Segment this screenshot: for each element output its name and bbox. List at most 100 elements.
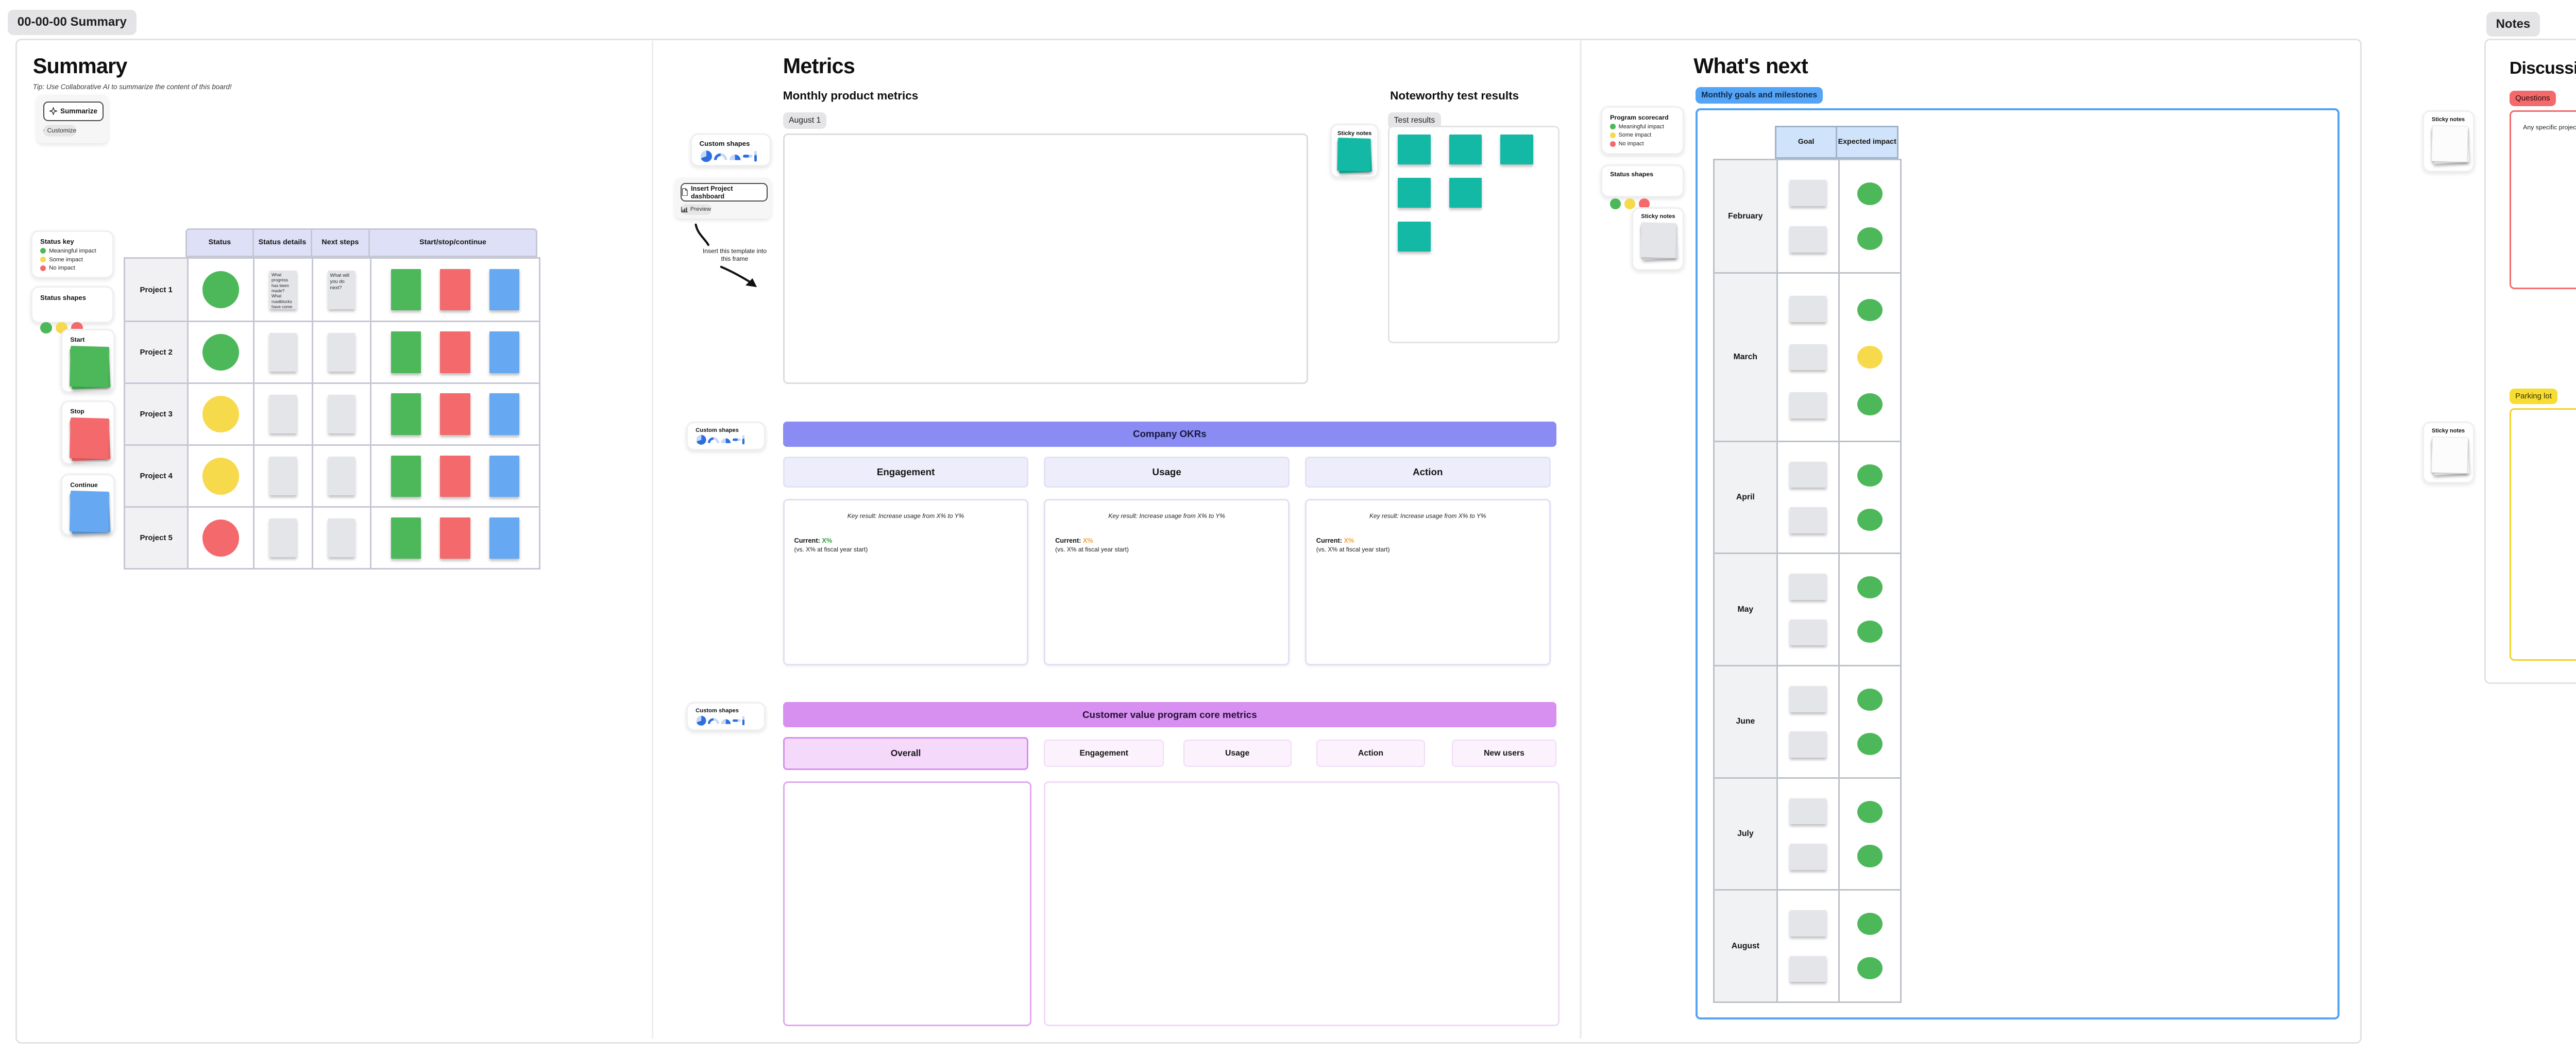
custom-shapes-card[interactable]: Custom shapes — [686, 702, 766, 731]
goal-cell[interactable] — [1776, 160, 1838, 273]
sticky-note[interactable] — [1789, 344, 1827, 371]
sticky-note[interactable] — [440, 517, 470, 559]
month-cell[interactable]: April — [1714, 442, 1776, 553]
project-label-cell[interactable]: Project 4 — [125, 446, 188, 507]
sticky-note[interactable] — [489, 331, 520, 374]
month-cell[interactable]: March — [1714, 274, 1776, 441]
sticky-stack[interactable] — [1337, 138, 1372, 174]
sticky-stack[interactable] — [2431, 437, 2469, 476]
cvp-detail-area[interactable] — [1044, 781, 1560, 1027]
start-stop-continue-cell[interactable] — [369, 446, 539, 507]
status-shape[interactable] — [202, 396, 240, 433]
sticky-note[interactable] — [1789, 685, 1827, 712]
status-circle-shape[interactable] — [1639, 198, 1650, 209]
impact-shape[interactable] — [1857, 576, 1883, 599]
company-okrs-header[interactable]: Company OKRs — [783, 422, 1556, 447]
month-cell[interactable]: June — [1714, 666, 1776, 777]
status-details-cell[interactable] — [252, 508, 312, 568]
status-cell[interactable] — [187, 259, 253, 321]
start-stop-continue-cell[interactable] — [369, 322, 539, 383]
sticky-note[interactable]: What will you do next? — [328, 270, 355, 309]
sticky-note[interactable] — [1789, 507, 1827, 533]
impact-cell[interactable] — [1838, 666, 1901, 777]
sticky-note[interactable] — [1789, 956, 1827, 982]
next-steps-cell[interactable]: What will you do next? — [312, 259, 370, 321]
sticky-note[interactable] — [1789, 392, 1827, 419]
chart-shapes-icons[interactable] — [696, 715, 754, 727]
status-circle-shape[interactable] — [1624, 198, 1635, 209]
sticky-note[interactable] — [269, 457, 297, 496]
status-shapes-card[interactable]: Status shapes — [1601, 164, 1684, 209]
status-details-cell[interactable] — [252, 446, 312, 507]
chart-shapes-icons[interactable] — [696, 434, 754, 446]
impact-cell[interactable] — [1838, 160, 1901, 273]
sticky-note[interactable] — [1789, 619, 1827, 646]
sticky-stack[interactable] — [70, 491, 111, 534]
questions-tag[interactable]: Questions — [2509, 91, 2556, 107]
cvp-tab-action[interactable]: Action — [1316, 740, 1425, 767]
cvp-tab-new-users[interactable]: New users — [1452, 740, 1556, 767]
sticky-note[interactable] — [440, 331, 470, 374]
status-circle-shape[interactable] — [1610, 198, 1621, 209]
start-stickies-card[interactable]: Start — [61, 328, 115, 393]
metrics-area[interactable] — [783, 133, 1308, 384]
cvp-tab-engagement[interactable]: Engagement — [1044, 740, 1164, 767]
goal-cell[interactable] — [1776, 891, 1838, 1002]
parking-lot-area[interactable] — [2509, 408, 2576, 661]
custom-shapes-card[interactable]: Custom shapes — [686, 422, 766, 451]
sticky-note[interactable] — [328, 457, 355, 496]
next-steps-cell[interactable] — [312, 508, 370, 568]
status-key-card[interactable]: Status key Meaningful impact Some impact… — [31, 230, 114, 279]
sticky-stack[interactable] — [2431, 125, 2469, 164]
project-label-cell[interactable]: Project 3 — [125, 384, 188, 445]
sticky-note[interactable] — [391, 331, 421, 374]
sticky-note[interactable] — [391, 455, 421, 497]
status-shape[interactable] — [202, 271, 240, 308]
status-cell[interactable] — [187, 446, 253, 507]
status-circle-shape[interactable] — [40, 322, 52, 334]
sticky-note[interactable] — [391, 517, 421, 559]
status-cell[interactable] — [187, 322, 253, 383]
impact-shape[interactable] — [1857, 508, 1883, 531]
okr-card[interactable]: Key result: Increase usage from X% to Y%… — [1044, 499, 1290, 665]
monthly-goals-tag[interactable]: Monthly goals and milestones — [1696, 87, 1823, 104]
status-shape[interactable] — [202, 458, 240, 495]
sticky-note[interactable] — [269, 333, 297, 372]
sticky-note[interactable] — [328, 518, 355, 558]
sticky-note[interactable] — [489, 517, 520, 559]
date-tag[interactable]: August 1 — [783, 112, 827, 129]
cvp-overall-area[interactable] — [783, 781, 1032, 1027]
customize-button[interactable]: Customize — [43, 125, 77, 137]
sticky-note[interactable] — [1398, 178, 1431, 208]
sticky-note[interactable] — [1789, 180, 1827, 207]
sticky-note[interactable] — [1789, 910, 1827, 936]
sticky-note[interactable] — [489, 393, 520, 436]
impact-shape[interactable] — [1857, 913, 1883, 935]
status-shapes-card[interactable]: Status shapes — [31, 286, 114, 334]
goal-cell[interactable] — [1776, 442, 1838, 553]
frame-title-pill[interactable]: 00-00-00 Summary — [8, 9, 137, 35]
sticky-note[interactable] — [391, 269, 421, 311]
sticky-note[interactable] — [1398, 134, 1431, 164]
goal-cell[interactable] — [1776, 274, 1838, 441]
okr-card[interactable]: Key result: Increase usage from X% to Y%… — [1304, 499, 1551, 665]
okr-card[interactable]: Key result: Increase usage from X% to Y%… — [783, 499, 1029, 665]
program-scorecard-card[interactable]: Program scorecard Meaningful impact Some… — [1601, 106, 1684, 155]
status-details-cell[interactable] — [252, 384, 312, 445]
sticky-note[interactable] — [1398, 221, 1431, 252]
impact-shape[interactable] — [1857, 182, 1883, 205]
sticky-note[interactable] — [489, 455, 520, 497]
status-shape[interactable] — [202, 334, 240, 371]
sticky-note[interactable] — [440, 455, 470, 497]
sticky-note[interactable] — [1449, 178, 1482, 208]
sticky-note[interactable] — [269, 395, 297, 434]
sticky-notes-card[interactable]: Sticky notes — [1632, 207, 1684, 271]
cvp-tab-usage[interactable]: Usage — [1183, 740, 1292, 767]
goal-cell[interactable] — [1776, 778, 1838, 890]
impact-shape[interactable] — [1857, 957, 1883, 980]
impact-shape[interactable] — [1857, 800, 1883, 823]
impact-shape[interactable] — [1857, 621, 1883, 643]
sticky-note[interactable] — [1500, 134, 1533, 164]
next-steps-cell[interactable] — [312, 322, 370, 383]
